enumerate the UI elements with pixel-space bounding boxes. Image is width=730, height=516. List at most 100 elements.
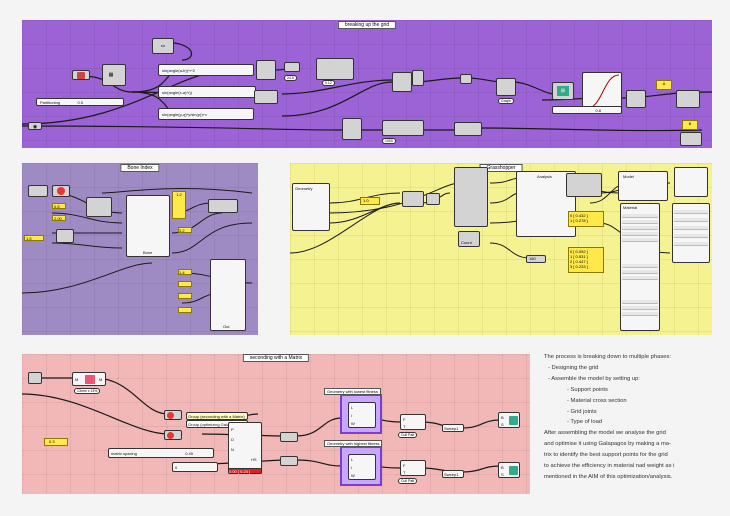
side-row[interactable] [674,226,708,230]
bottom-node-mid-1[interactable] [280,432,298,442]
highest-fitness-node[interactable]: L i W [348,454,376,480]
toggle-node[interactable]: ◉ [28,122,42,130]
bottom-node-a[interactable] [28,372,42,384]
material-row[interactable] [622,232,658,236]
left-bone-node[interactable]: Bone [126,195,170,257]
side-row[interactable] [674,234,708,238]
material-row[interactable] [622,238,658,242]
slider-2[interactable]: 0.8 [552,106,622,114]
bottom-f-node-2[interactable]: F T [400,460,426,476]
bottom-f-node-1[interactable]: F T [400,414,426,430]
expression-node-1[interactable]: sin(angle(a-b))*r^2 [158,64,254,76]
left-val-7[interactable] [178,281,192,287]
bottom-matrix-node[interactable]: P D N HS [228,422,262,474]
left-val-9[interactable] [178,307,192,313]
top-node-o[interactable] [680,132,702,146]
bottom-sweep-1[interactable]: Sweep1 [442,424,464,432]
bottom-canvas-panel[interactable]: seconding with a Matrix M M 13mm x 13% G… [22,354,530,494]
top-node-c[interactable] [316,58,354,80]
right-val-1[interactable]: 1.0 [360,197,380,205]
left-val-2[interactable]: 2.00 [52,215,66,221]
top-node-a[interactable] [256,60,276,80]
top-node-small[interactable]: ⚏ [152,38,174,54]
top-node-n[interactable] [454,122,482,136]
group-highest-fitness[interactable]: Geometry with highest fitness L i W [324,440,383,486]
side-row[interactable] [674,210,708,214]
right-node-b[interactable] [402,191,424,207]
top-node-e[interactable] [392,72,412,92]
top-node-b[interactable] [284,62,300,72]
left-canvas-panel[interactable]: Bone Index 0.5 2.00 1.5 Bone 1.2 3.2 1.4… [22,163,258,335]
right-node-a[interactable]: Geometry [292,183,330,231]
panel-b[interactable]: B [682,120,698,130]
side-row[interactable] [674,242,708,246]
material-row[interactable] [622,312,658,316]
top-node-d[interactable] [254,90,278,104]
matrix-node[interactable]: ▦ [102,64,126,86]
bottom-node-mid-2[interactable] [280,456,298,466]
partitioning-slider[interactable]: Partitioning 0.5 [36,98,124,106]
bottom-preview-2[interactable]: B S [498,462,520,478]
lowest-fitness-node[interactable]: L i W [348,402,376,428]
top-canvas-panel[interactable]: breaking up the grid ▦ ⚏ [22,20,712,148]
material-row[interactable] [622,264,658,268]
right-node-h[interactable]: Model [618,171,668,201]
right-list-2[interactable]: 0 [ 0.092 ] 1 [ 0.531 ] 2 [ 0.447 ] 3 [ … [568,247,604,273]
matrix-spacing-slider[interactable]: matrix spacing 0.45 [108,448,214,458]
top-node-h[interactable] [496,78,516,96]
material-row[interactable] [622,306,658,310]
top-node-i[interactable]: ⊞ [552,82,574,100]
material-row[interactable] [622,270,658,274]
bottom-sphere-2[interactable] [164,430,182,440]
left-out-node[interactable]: Out [210,259,246,331]
right-node-i[interactable] [674,167,708,197]
right-material-panel[interactable]: Material [620,203,660,331]
top-node-g[interactable] [460,74,472,84]
bottom-tooltip-1: Group (seconding with a Matrix) [186,412,248,420]
material-row[interactable] [622,300,658,304]
bottom-preview-1[interactable]: B S [498,412,520,428]
right-node-c[interactable] [426,193,440,205]
right-node-j[interactable]: 180 [526,255,546,263]
right-count-node[interactable]: Count [458,231,480,247]
top-node-m[interactable] [382,120,424,136]
expression-node-2[interactable]: sin(angle(x-a)*r)) [158,86,256,98]
bottom-sweep-2[interactable]: Sweep1 [442,470,464,478]
left-val-5[interactable]: 3.2 [178,227,192,233]
left-node-b[interactable] [52,185,70,197]
left-val-8[interactable] [178,293,192,299]
top-node-k[interactable] [676,90,700,108]
left-val-6[interactable]: 1.4 [178,269,192,275]
bottom-m-node[interactable]: M M [72,372,106,386]
side-row[interactable] [674,218,708,222]
right-canvas-panel[interactable]: Grasshopper Geometry 1.0 Analysis Model [290,163,712,335]
left-val-1[interactable]: 0.5 [52,203,66,209]
right-node-g[interactable] [566,173,602,197]
material-row[interactable] [622,214,658,218]
top-node-l[interactable] [342,118,362,140]
right-list-1[interactable]: 0 [ 0.432 ] 1 [ 0.278 ] [568,211,604,227]
left-node-a[interactable] [28,185,48,197]
left-val-4[interactable]: 1.2 [172,191,186,219]
group-lowest-fitness[interactable]: Geometry with lowest fitness L i W [324,388,382,434]
left-val-3[interactable]: 1.5 [24,235,44,241]
input-node[interactable] [72,70,90,80]
panel-a[interactable]: A [656,80,672,90]
bottom-dims-text: 13mm x 13% [77,389,98,393]
text-para-1: After assembling the model we analyse th… [544,430,666,437]
left-node-d[interactable] [86,197,112,217]
bottom-zero-node[interactable]: 0 [172,462,218,472]
material-row[interactable] [622,226,658,230]
right-side-panel[interactable] [672,203,710,263]
top-node-j[interactable] [626,90,646,108]
bottom-yellow-value[interactable]: 0.3 [44,438,68,446]
right-node-d[interactable] [454,167,488,227]
expression-node-3[interactable]: sin(angle(p-q)*y/sin(p))+c [158,108,254,120]
left-node-c[interactable] [56,229,74,243]
top-node-f[interactable] [412,70,424,86]
text-intro: The process is breaking down to multiple… [544,354,671,360]
material-row[interactable] [622,220,658,224]
left-node-e[interactable] [208,199,238,213]
bottom-sphere-1[interactable] [164,410,182,420]
material-row[interactable] [622,276,658,280]
